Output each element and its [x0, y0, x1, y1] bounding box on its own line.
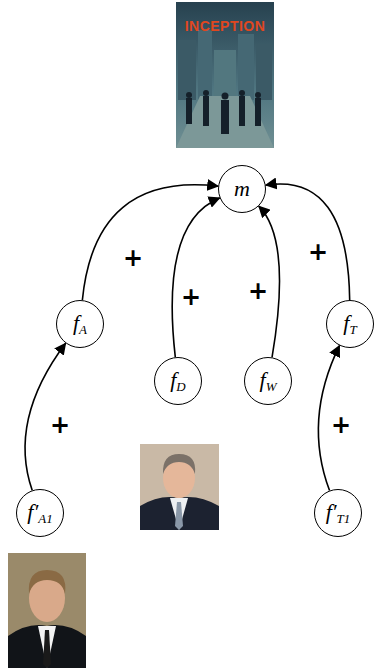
sign-label: + — [307, 240, 329, 264]
variable-name: f′A1 — [27, 501, 52, 525]
sign-label: + — [247, 279, 269, 303]
influence-arrow — [82, 185, 218, 300]
variable-circle: f′A1 — [16, 489, 64, 537]
sign-label: + — [122, 246, 144, 270]
director-photo — [140, 444, 219, 530]
variable-circle: fW — [244, 357, 292, 405]
influence-arrow — [172, 198, 220, 357]
variable-circle: f′T1 — [314, 489, 362, 537]
actor-photo — [8, 553, 86, 668]
poster-title: INCEPTION — [178, 19, 272, 33]
variable-name: fA — [73, 312, 87, 336]
variable-circle: m — [218, 165, 266, 213]
variable-circle: fT — [326, 300, 374, 348]
sign-label: + — [180, 285, 202, 309]
movie-poster — [176, 2, 274, 148]
variable-name: fW — [260, 369, 277, 393]
variable-name: m — [234, 178, 250, 200]
variable-name: fD — [170, 369, 186, 393]
sign-label: + — [330, 413, 352, 437]
variable-name: f′T1 — [326, 501, 351, 525]
variable-circle: fA — [56, 300, 104, 348]
sign-label: + — [49, 413, 71, 437]
variable-name: fT — [343, 312, 356, 336]
variable-circle: fD — [154, 357, 202, 405]
influence-arrow — [266, 184, 350, 300]
